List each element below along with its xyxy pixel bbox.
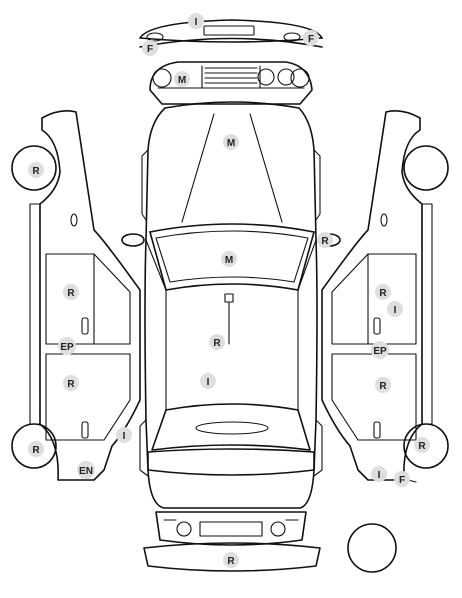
damage-marker[interactable]: R bbox=[414, 437, 430, 453]
damage-marker[interactable]: I bbox=[387, 301, 403, 317]
svg-text:EP: EP bbox=[373, 346, 387, 357]
svg-text:I: I bbox=[123, 431, 126, 442]
damage-marker[interactable]: EP bbox=[371, 341, 389, 359]
svg-text:EN: EN bbox=[79, 466, 93, 477]
front-bumper-top-view bbox=[139, 19, 323, 48]
damage-marker[interactable]: EP bbox=[58, 337, 76, 355]
damage-marker[interactable]: R bbox=[317, 232, 333, 248]
left-side-view bbox=[11, 110, 141, 481]
svg-text:R: R bbox=[379, 288, 387, 299]
svg-text:I: I bbox=[378, 470, 381, 481]
svg-text:F: F bbox=[399, 475, 405, 486]
svg-text:M: M bbox=[178, 75, 186, 86]
damage-marker[interactable]: M bbox=[223, 134, 239, 150]
svg-text:I: I bbox=[207, 377, 210, 388]
damage-marker[interactable]: EN bbox=[77, 461, 95, 479]
damage-marker[interactable]: I bbox=[188, 13, 204, 29]
damage-marker[interactable]: R bbox=[375, 284, 391, 300]
svg-text:R: R bbox=[227, 556, 235, 567]
damage-marker[interactable]: F bbox=[303, 30, 319, 46]
damage-marker[interactable]: R bbox=[28, 162, 44, 178]
damage-marker[interactable]: I bbox=[200, 373, 216, 389]
damage-marker[interactable]: M bbox=[221, 251, 237, 267]
right-side-view bbox=[321, 110, 449, 483]
rear-view bbox=[155, 511, 307, 546]
svg-text:R: R bbox=[32, 166, 40, 177]
damage-marker[interactable]: R bbox=[209, 334, 225, 350]
damage-marker[interactable]: R bbox=[28, 441, 44, 457]
damage-marker[interactable]: R bbox=[63, 284, 79, 300]
svg-text:I: I bbox=[394, 305, 397, 316]
car-body-top-view bbox=[121, 101, 341, 509]
damage-marker[interactable]: M bbox=[174, 71, 190, 87]
svg-text:EP: EP bbox=[60, 342, 74, 353]
svg-text:R: R bbox=[67, 288, 75, 299]
svg-text:R: R bbox=[418, 441, 426, 452]
svg-text:R: R bbox=[213, 338, 221, 349]
svg-text:R: R bbox=[379, 381, 387, 392]
svg-text:M: M bbox=[227, 138, 235, 149]
svg-text:R: R bbox=[32, 445, 40, 456]
svg-text:F: F bbox=[147, 44, 153, 55]
svg-text:I: I bbox=[195, 17, 198, 28]
svg-text:F: F bbox=[308, 34, 314, 45]
spare-wheel bbox=[347, 523, 397, 573]
svg-text:R: R bbox=[67, 379, 75, 390]
svg-text:R: R bbox=[321, 236, 329, 247]
svg-text:M: M bbox=[225, 255, 233, 266]
damage-marker[interactable]: F bbox=[142, 40, 158, 56]
rear-bumper-bottom-view bbox=[143, 542, 321, 572]
damage-markers: I F F M M R R M R EP R R I EN R I R I EP… bbox=[28, 13, 430, 568]
front-view bbox=[149, 61, 313, 105]
damage-marker[interactable]: R bbox=[223, 552, 239, 568]
damage-marker[interactable]: I bbox=[371, 466, 387, 482]
damage-marker[interactable]: R bbox=[63, 375, 79, 391]
damage-marker[interactable]: F bbox=[394, 471, 410, 487]
damage-marker[interactable]: I bbox=[116, 427, 132, 443]
damage-marker[interactable]: R bbox=[375, 377, 391, 393]
